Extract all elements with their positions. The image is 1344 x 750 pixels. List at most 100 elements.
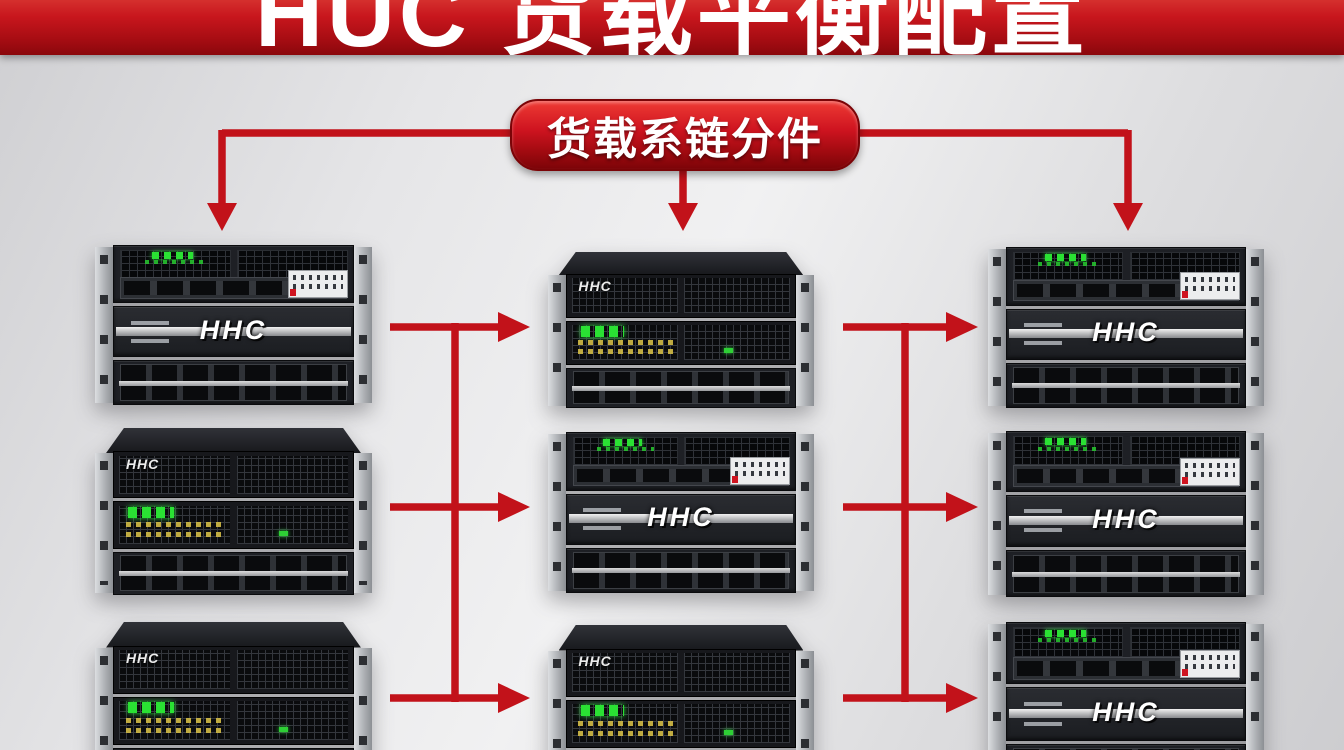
dip-row bbox=[735, 462, 786, 468]
device-bottom-left: HHC bbox=[95, 622, 372, 750]
port-unit bbox=[566, 432, 796, 491]
sfp-unit bbox=[1006, 362, 1246, 408]
chassis-top-panel bbox=[558, 625, 804, 651]
led-status-row bbox=[145, 260, 205, 265]
sfp-port-row-bottom bbox=[1012, 574, 1240, 593]
rack-screws bbox=[100, 255, 108, 395]
port-grid-left bbox=[119, 249, 231, 280]
device-front: HHC bbox=[566, 432, 796, 593]
mesh-right bbox=[237, 650, 349, 690]
led-display bbox=[603, 439, 643, 447]
mesh-left bbox=[118, 650, 230, 690]
dip-switch-label bbox=[288, 269, 349, 298]
device-front: HHC bbox=[1006, 431, 1246, 597]
rack-ear-left bbox=[548, 434, 566, 591]
brand-logo: HHC bbox=[199, 314, 268, 345]
rack-screws bbox=[993, 257, 1001, 398]
dip-switch-label bbox=[730, 457, 791, 486]
rack-screws bbox=[1251, 632, 1259, 750]
led-amber-row bbox=[578, 340, 675, 346]
silver-divider bbox=[571, 568, 791, 574]
silver-stripe bbox=[1009, 329, 1243, 339]
led-display bbox=[1045, 254, 1086, 262]
brand-logo: HHC bbox=[1092, 317, 1160, 348]
sfp-port-row-bottom bbox=[119, 574, 348, 592]
rack-screws bbox=[801, 442, 809, 583]
led-status-row bbox=[1037, 638, 1098, 643]
panel-text-line bbox=[582, 526, 621, 531]
rack-ear-left bbox=[548, 650, 566, 750]
sfp-unit bbox=[1006, 744, 1246, 750]
connector-label-to-top-center bbox=[668, 168, 698, 231]
port-unit bbox=[1006, 622, 1246, 685]
sfp-port-row-bottom bbox=[119, 383, 348, 402]
rack-screws bbox=[359, 255, 367, 395]
sfp-port-row-top bbox=[1012, 554, 1240, 573]
red-mark bbox=[1182, 669, 1189, 677]
device-mid-center: HHC bbox=[548, 432, 814, 593]
rack-ear-left bbox=[988, 433, 1006, 595]
sfp-unit bbox=[1006, 550, 1246, 597]
brand-logo: HHC bbox=[1092, 504, 1160, 535]
dip-row bbox=[1185, 664, 1236, 670]
sfp-unit bbox=[113, 360, 354, 405]
panel-text-line bbox=[1023, 528, 1062, 533]
rack-ear-right bbox=[1246, 249, 1264, 406]
brand-panel: HHC bbox=[1006, 308, 1246, 360]
mesh-right bbox=[237, 701, 349, 741]
vent-mesh-lower bbox=[566, 320, 796, 365]
panel-text-line bbox=[1023, 721, 1062, 726]
device-front: HHC bbox=[113, 451, 354, 595]
rack-screws bbox=[553, 283, 561, 398]
vent-mesh-upper: HHC bbox=[566, 273, 796, 318]
led-display bbox=[580, 705, 624, 717]
mesh-left bbox=[118, 455, 230, 494]
sfp-unit bbox=[113, 747, 354, 750]
port-unit bbox=[113, 245, 354, 304]
chassis-top-panel bbox=[106, 622, 361, 648]
connector-label-to-top-right bbox=[858, 129, 1143, 231]
device-front: HHC bbox=[113, 645, 354, 750]
red-mark bbox=[290, 288, 297, 296]
chassis-top-panel bbox=[558, 252, 804, 276]
rack-screws bbox=[553, 658, 561, 750]
brand-logo: HHC bbox=[1092, 697, 1160, 728]
vent-mesh-lower bbox=[113, 501, 354, 549]
connector-left-to-center-bus bbox=[390, 312, 530, 713]
panel-text-line bbox=[130, 320, 169, 325]
dip-switch-label bbox=[1180, 650, 1241, 679]
mesh-right bbox=[237, 506, 349, 544]
dip-row bbox=[735, 471, 786, 477]
rack-screws bbox=[359, 461, 367, 585]
port-unit bbox=[1006, 431, 1246, 492]
device-front: HHC bbox=[1006, 247, 1246, 408]
silver-divider bbox=[118, 571, 349, 577]
dip-switch-label bbox=[1180, 272, 1241, 301]
rack-ear-left bbox=[988, 624, 1006, 750]
panel-text-line bbox=[1023, 323, 1062, 328]
led-amber-row bbox=[578, 349, 675, 355]
brand-panel: HHC bbox=[566, 493, 796, 545]
device-top-left: HHC bbox=[95, 245, 372, 405]
silver-stripe bbox=[116, 326, 351, 336]
led-amber-row bbox=[125, 717, 227, 723]
rack-screws bbox=[553, 442, 561, 583]
panel-text-line bbox=[582, 508, 621, 513]
device-front: HHC bbox=[566, 648, 796, 750]
rack-ear-right bbox=[1246, 624, 1264, 750]
dip-row bbox=[1185, 463, 1236, 469]
led-amber-row bbox=[125, 532, 227, 538]
vent-mesh-upper: HHC bbox=[113, 451, 354, 499]
sfp-unit bbox=[113, 551, 354, 595]
dip-row bbox=[293, 274, 344, 280]
led-green-dot bbox=[724, 729, 734, 735]
chassis-top-panel bbox=[106, 428, 361, 454]
rack-ear-right bbox=[796, 650, 814, 750]
sfp-port-row-top bbox=[119, 364, 348, 382]
device-mid-right: HHC bbox=[988, 431, 1264, 597]
sfp-port-row-top bbox=[572, 371, 790, 388]
brand-logo: HHC bbox=[125, 455, 160, 472]
dip-row bbox=[1185, 277, 1236, 283]
led-amber-row bbox=[125, 728, 227, 734]
